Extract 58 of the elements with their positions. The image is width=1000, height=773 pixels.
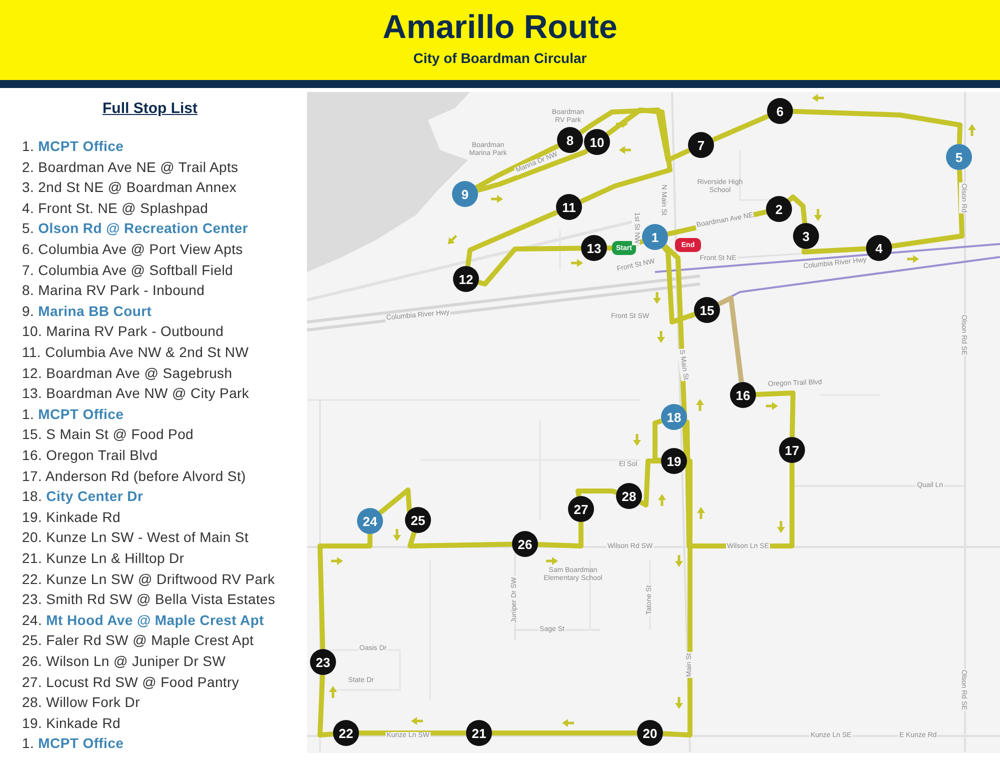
route-line xyxy=(802,246,866,254)
stop-list-item: 19. Kinkade Rd xyxy=(22,714,121,731)
route-line xyxy=(792,108,962,144)
stop-list-item: 18. City Center Dr xyxy=(22,488,144,504)
route-line xyxy=(478,246,582,286)
stop-list-item: 7. Columbia Ave @ Softball Field xyxy=(22,262,234,278)
title: Amarillo Route xyxy=(382,8,618,46)
stop-list-item: 20. Kunze Ln SW - West of Main St xyxy=(22,529,249,546)
stop-list-item: 19. Kinkade Rd xyxy=(22,508,121,525)
route-line xyxy=(662,245,696,324)
stop-list-item: 1. MCPT Office xyxy=(22,406,124,422)
route-line xyxy=(662,458,692,738)
route-line xyxy=(639,458,661,508)
stop-list-item: 6. Columbia Ave @ Port View Apts xyxy=(22,241,243,257)
list-heading: Full Stop List xyxy=(102,100,198,117)
stop-list-item: 23. Smith Rd SW @ Bella Vista Estates xyxy=(22,591,276,608)
stop-list-item: 3. 2nd St NE @ Boardman Annex xyxy=(22,179,237,196)
stop-list-item: 1. MCPT Office xyxy=(22,735,124,752)
route-line xyxy=(492,730,637,736)
stop-list-item: 11. Columbia Ave NW & 2nd St NW xyxy=(22,344,249,360)
stop-list-item: 25. Faler Rd SW @ Maple Crest Apt xyxy=(22,632,254,648)
route-line xyxy=(580,108,672,204)
route-line xyxy=(476,148,589,193)
stop-list-item: 1. MCPT Office xyxy=(22,138,124,154)
route-line xyxy=(318,674,334,738)
stop-list-item: 12. Boardman Ave @ Sagebrush xyxy=(22,364,232,381)
stop-list-item: 2. Boardman Ave NE @ Trail Apts xyxy=(22,158,238,175)
route-line xyxy=(475,143,560,190)
stop-list-item: 15. S Main St @ Food Pod xyxy=(22,426,194,442)
route-line xyxy=(538,522,584,548)
route-line xyxy=(787,194,808,224)
route-line xyxy=(662,244,688,458)
route-line xyxy=(408,532,512,548)
stop-list-item: 24. Mt Hood Ave @ Maple Crest Apt xyxy=(22,612,264,628)
stop-list-item: 5. Olson Rd @ Recreation Center xyxy=(22,220,248,236)
route-line xyxy=(717,296,744,382)
route-line xyxy=(359,730,466,736)
route-line xyxy=(318,534,372,650)
stop-list-item: 13. Boardman Ave NW @ City Park xyxy=(22,385,250,402)
route-line xyxy=(579,108,690,162)
stop-list-item: 28. Willow Fork Dr xyxy=(22,694,140,710)
route-line xyxy=(892,170,964,249)
route-line xyxy=(607,246,612,250)
stop-list-item: 16. Oregon Trail Blvd xyxy=(22,447,158,463)
subtitle: City of Boardman Circular xyxy=(412,50,588,66)
stop-list-item: 17. Anderson Rd (before Alvord St) xyxy=(22,468,246,484)
route-line xyxy=(576,488,618,497)
stop-list-item: 26. Wilson Ln @ Juniper Dr SW xyxy=(22,653,226,669)
route-line xyxy=(465,210,558,266)
stop-list-item: 21. Kunze Ln & Hilltop Dr xyxy=(22,550,184,566)
stop-list-item: 10. Marina RV Park - Outbound xyxy=(22,323,224,340)
route-line xyxy=(712,114,770,142)
route-line xyxy=(756,390,796,438)
stop-list-item: 4. Front St. NE @ Splashpad xyxy=(22,200,208,216)
stop-list-item: 22. Kunze Ln SW @ Driftwood RV Park xyxy=(22,570,275,587)
stop-list-item: 8. Marina RV Park - Inbound xyxy=(22,282,205,298)
stop-list-item: 9. Marina BB Court xyxy=(22,302,152,319)
stop-list-item: 27. Locust Rd SW @ Food Pantry xyxy=(22,674,240,690)
